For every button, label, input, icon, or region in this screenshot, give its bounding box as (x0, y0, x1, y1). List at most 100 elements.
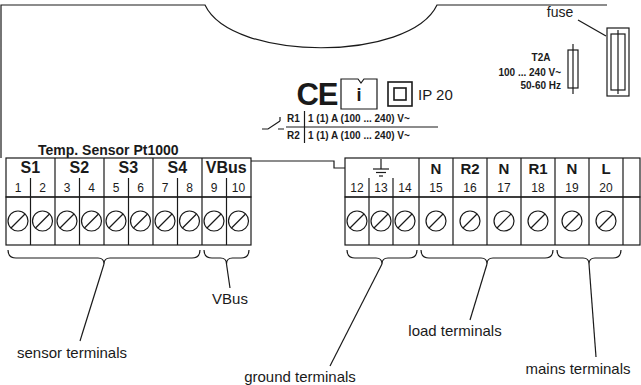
housing-step (251, 161, 345, 168)
relay-table-divider (304, 111, 305, 143)
housing-outline (1, 5, 607, 158)
terminal-number: 18 (531, 182, 544, 194)
screw-slot (599, 214, 613, 228)
terminal-screw (131, 211, 151, 231)
leader-line (470, 264, 487, 320)
fuse-symbol-line (572, 44, 573, 94)
terminal-number: 13 (374, 182, 387, 194)
screw-slot (36, 214, 50, 228)
terminal-number: 5 (113, 182, 120, 194)
terminal-screw (57, 211, 77, 231)
terminal-group-name: S2 (69, 160, 89, 176)
double-insulation-inner (394, 88, 406, 100)
fuse-holder (607, 28, 629, 96)
relay-rating: 1 (1) A (100 ... 240) V~ (308, 131, 410, 141)
bracket (557, 250, 621, 264)
cell-divider (103, 158, 104, 245)
screw-band (6, 197, 251, 245)
screw-slot (85, 214, 99, 228)
leader-line (227, 264, 231, 288)
voltage-rating: 100 ... 240 V~ (498, 68, 561, 78)
terminal-screw (395, 211, 415, 231)
manual-icon (341, 79, 377, 109)
terminal-name: R1 (528, 161, 547, 176)
screw-slot (374, 214, 388, 228)
screw-head (57, 211, 77, 231)
terminal-screw (528, 211, 548, 231)
fuse-rating: T2A (532, 53, 551, 63)
terminal-number: 8 (186, 182, 193, 194)
terminal-screw (82, 211, 102, 231)
terminal-number: 12 (350, 182, 363, 194)
terminal-screw (426, 211, 446, 231)
cell-divider (177, 197, 178, 245)
screw-head (426, 211, 446, 231)
terminal-name: N (499, 161, 510, 176)
screw-head (106, 211, 126, 231)
cell-divider (486, 158, 487, 245)
screw-slot (497, 214, 511, 228)
terminal-name: N (431, 161, 442, 176)
screw-head (82, 211, 102, 231)
screw-slot (158, 214, 172, 228)
screw-head (528, 211, 548, 231)
cell-divider (622, 158, 623, 245)
relay-rating: 1 (1) A (100 ... 240) V~ (308, 114, 410, 124)
terminal-group-name: VBus (206, 160, 247, 176)
part-label: VBus (212, 291, 248, 306)
terminal-number: 10 (232, 182, 245, 194)
sensor-heading: Temp. Sensor Pt1000 (38, 143, 179, 157)
terminal-strip (6, 158, 640, 245)
terminal-screw (460, 211, 480, 231)
cell-divider (368, 197, 369, 245)
screw-slot (11, 214, 25, 228)
terminal-screw (8, 211, 28, 231)
terminal-number: 9 (211, 182, 218, 194)
screw-head (460, 211, 480, 231)
cell-divider (368, 178, 369, 197)
cell-divider (128, 197, 129, 245)
terminal-number: 6 (137, 182, 144, 194)
screw-head (229, 211, 249, 231)
screw-slot (109, 214, 123, 228)
ground-bar (373, 168, 389, 169)
leader-line (589, 264, 596, 357)
leader-line (330, 264, 382, 366)
cell-divider (418, 158, 419, 245)
screw-slot (183, 214, 197, 228)
terminal-number: 2 (39, 182, 46, 194)
screw-head (347, 211, 367, 231)
terminal-screw (596, 211, 616, 231)
terminal-number: 14 (398, 182, 411, 194)
fuse-wire (617, 30, 618, 94)
screw-head (155, 211, 175, 231)
cell-divider (226, 197, 227, 245)
cell-divider (392, 197, 393, 245)
screw-head (596, 211, 616, 231)
cell-divider (554, 158, 555, 245)
terminal-number: 7 (162, 182, 169, 194)
terminal-number: 16 (463, 182, 476, 194)
terminal-number: 19 (565, 182, 578, 194)
screw-head (180, 211, 200, 231)
terminal-screw (155, 211, 175, 231)
cell-divider (452, 158, 453, 245)
screw-slot (207, 214, 221, 228)
relay-contact-symbol (262, 117, 284, 129)
part-label: ground terminals (244, 369, 356, 384)
protection-class: IP 20 (418, 87, 453, 102)
terminal-number: 20 (599, 182, 612, 194)
terminal-screw (562, 211, 582, 231)
screw-slot (134, 214, 148, 228)
screw-slot (60, 214, 74, 228)
cell-divider (79, 197, 80, 245)
cell-divider (30, 178, 31, 197)
terminal-name: R2 (460, 161, 479, 176)
frequency-rating: 50-60 Hz (520, 81, 561, 91)
ground-symbol (373, 159, 389, 176)
cell-divider (201, 158, 202, 245)
brackets (8, 250, 621, 366)
cell-divider (30, 197, 31, 245)
terminal-number: 3 (64, 182, 71, 194)
ground-stem (380, 159, 381, 169)
